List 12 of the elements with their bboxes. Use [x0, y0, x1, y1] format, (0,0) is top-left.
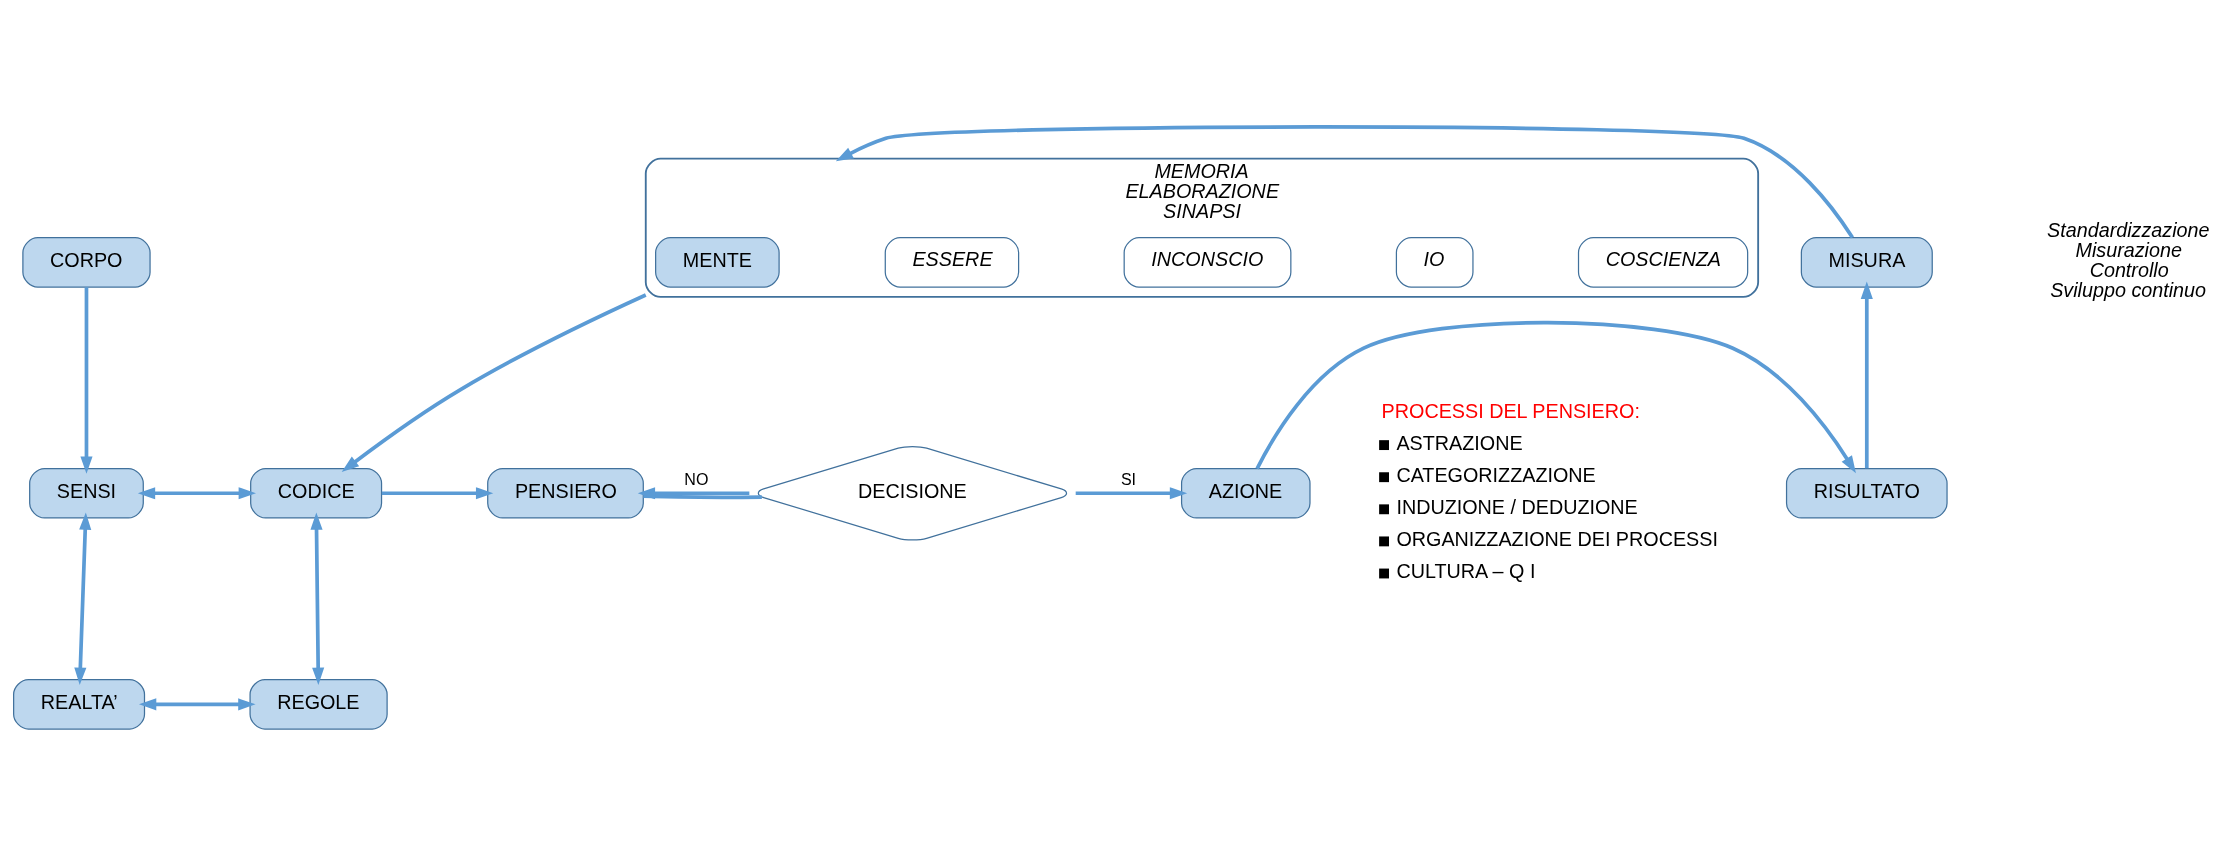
label: CATEGORIZZAZIONE — [1396, 463, 1596, 486]
label: CULTURA – Q I — [1396, 559, 1536, 582]
label: Misurazione — [2075, 238, 2182, 261]
label: ASTRAZIONE — [1396, 431, 1523, 454]
label: Sviluppo continuo — [2050, 278, 2207, 301]
label: Standardizzazione — [2047, 218, 2210, 241]
label: Controllo — [2089, 258, 2169, 281]
label: INDUZIONE / DEDUZIONE — [1396, 495, 1638, 518]
label: ORGANIZZAZIONE DEI PROCESSI — [1396, 527, 1718, 550]
edge-label: NO — [684, 469, 709, 488]
edge-label: SI — [1120, 469, 1137, 488]
label: PROCESSI DEL PENSIERO: — [1381, 399, 1640, 422]
